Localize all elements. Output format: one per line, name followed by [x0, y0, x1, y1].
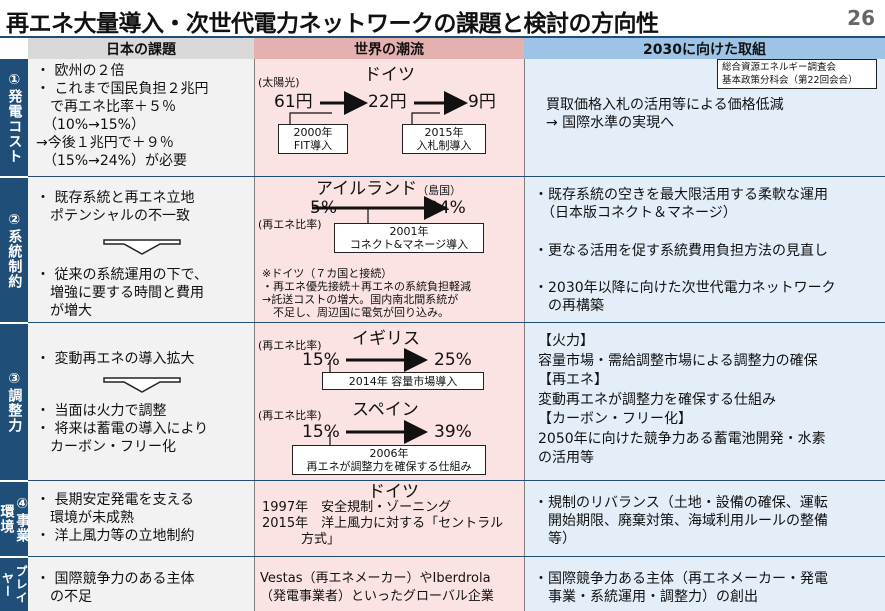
y2030-cost-text: 買取価格入札の活用等による価格低減 → 国際水準の実現へ	[546, 97, 784, 131]
page-number: 26	[847, 6, 875, 30]
germany-grid-note: ※ドイツ（７カ国と接続） ・再エネ優先接続＋再エネの系統負担軽減 →託送コストの…	[262, 267, 471, 319]
y2030-grid-text-1: ・既存系統の空きを最大限活用する柔軟な運用 （日本版コネクト＆マネージ）	[534, 187, 828, 221]
row-divider	[28, 176, 885, 177]
solar-label: (太陽光)	[258, 76, 300, 89]
country-spain: スペイン	[352, 400, 419, 420]
cost-value-3: 9円	[468, 92, 496, 112]
column-divider	[254, 59, 255, 611]
y2030-column	[524, 59, 885, 611]
country-ireland: アイルランド（島国）	[316, 179, 462, 199]
header-2030: 2030に向けた取組	[524, 38, 885, 59]
cost-value-1: 61円	[274, 92, 313, 112]
japan-adjust-text-1: ・ 変動再エネの導入拡大	[36, 351, 195, 367]
section-label-grid: ②系統制約	[0, 178, 28, 322]
ireland-value-2: 24%	[428, 198, 466, 218]
y2030-adjust-text: 【火力】 容量市場・需給調整市場による調整力の確保 【再エネ】 変動再エネが調整…	[538, 333, 826, 466]
section-label-player: プレイヤー	[0, 558, 28, 611]
title-rule	[0, 36, 885, 38]
country-germany: ドイツ	[364, 65, 415, 85]
japan-grid-text-2: ・ 従来の系統運用の下で、 増強に要する時間と費用 が増大	[36, 267, 208, 319]
japan-grid-text-1: ・ 既存系統と再エネ立地 ポテンシャルの不一致	[36, 190, 195, 224]
section-label-cost: ①発電コスト	[0, 59, 28, 176]
spain-value-1: 15%	[302, 422, 340, 442]
y2030-business-text: ・規制のリバランス（土地・設備の確保、運転 開始期限、廃棄対策、海域利用ルールの…	[534, 495, 828, 547]
uk-value-1: 15%	[302, 350, 340, 370]
column-divider	[524, 59, 525, 611]
uk-value-2: 25%	[434, 350, 472, 370]
japan-business-text: ・ 長期安定発電を支える 環境が未成熟 ・ 洋上風力等の立地制約	[36, 492, 195, 544]
spain-mechanism-box: 2006年再エネが調整力を確保する仕組み	[292, 445, 486, 475]
country-uk: イギリス	[352, 329, 420, 349]
world-player-text: Vestas（再エネメーカー）やIberdrola （発電事業者）といったグロー…	[260, 571, 494, 604]
page-title: 再エネ大量導入・次世代電力ネットワークの課題と検討の方向性	[6, 11, 659, 37]
ireland-connect-box: 2001年コネクト&マネージ導入	[334, 223, 484, 253]
japan-adjust-text-2: ・ 当面は火力で調整 ・ 将来は蓄電の導入により カーボン・フリー化	[36, 403, 209, 455]
spain-value-2: 39%	[434, 422, 472, 442]
japan-cost-text: ・ 欧州の２倍 ・ これまで国民負担２兆円 で再エネ比率＋５％ （10%→15%…	[36, 63, 209, 169]
row-divider	[28, 556, 885, 557]
source-note: 総合資源エネルギー調査会 基本政策分科会（第22回会合）	[717, 59, 877, 89]
section-label-adjust: ③調整力	[0, 324, 28, 480]
japan-column	[28, 59, 254, 611]
ratio-label: (再エネ比率)	[258, 218, 322, 231]
uk-capacity-box: 2014年 容量市場導入	[322, 372, 484, 390]
y2030-player-text: ・国際競争力ある主体（再エネメーカー・発電 事業・系統運用・調整力）の創出	[534, 571, 828, 605]
germany-auction-box: 2015年入札制導入	[402, 124, 486, 154]
ireland-value-1: 5%	[310, 198, 337, 218]
section-label-business: ④事業環境	[0, 482, 30, 556]
ratio-label-spain: (再エネ比率)	[258, 409, 322, 422]
y2030-grid-text-2: ・更なる活用を促す系統費用負担方法の見直し	[534, 243, 828, 259]
japan-player-text: ・ 国際競争力のある主体 の不足	[36, 571, 195, 605]
row-divider	[28, 480, 885, 481]
row-divider	[28, 322, 885, 323]
ratio-label-uk: (再エネ比率)	[258, 339, 322, 352]
cost-value-2: 22円	[368, 92, 407, 112]
y2030-grid-text-3: ・2030年以降に向けた次世代電力ネットワーク の再構築	[534, 280, 836, 314]
header-japan: 日本の課題	[28, 38, 254, 59]
germany-business-text: ドイツ 1997年 安全規制・ゾーニング 2015年 洋上風力に対する「セントラ…	[262, 482, 504, 548]
header-world: 世界の潮流	[254, 38, 524, 59]
